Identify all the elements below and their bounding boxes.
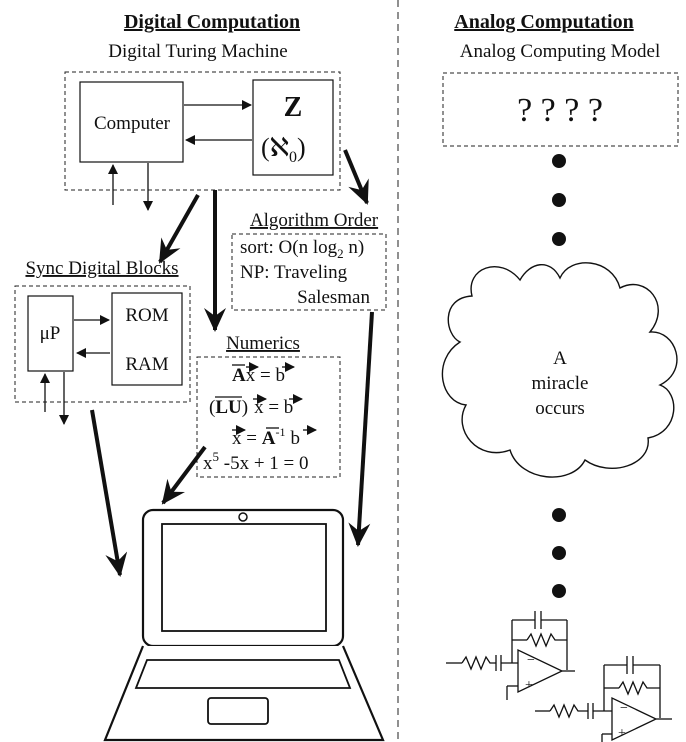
analog-unknown: ? ? ? ?	[517, 92, 603, 129]
analog-model-title: Analog Computing Model	[460, 41, 661, 62]
analog-title: Analog Computation	[454, 11, 633, 33]
computer-label: Computer	[94, 113, 171, 134]
equation-4: x5 -5x + 1 = 0	[203, 449, 309, 474]
arrow-numerics-to-laptop	[161, 445, 207, 505]
arrow-to-algorithm	[343, 149, 369, 205]
svg-text:Ax = b: Ax = b	[232, 365, 285, 386]
dots-lower	[552, 508, 566, 598]
miracle-cloud	[441, 262, 678, 478]
computer-box	[79, 81, 184, 163]
cloud-line-1: A	[553, 348, 567, 369]
opamp2-plus: +	[618, 726, 626, 741]
opamp-integrator-2	[535, 656, 672, 742]
microprocessor-label: μP	[40, 323, 61, 344]
numerics-box	[196, 356, 341, 478]
svg-text:x5 -5x + 1 = 0: x5 -5x + 1 = 0	[203, 449, 309, 474]
algorithm-np-label-2: Salesman	[297, 287, 370, 308]
opamp1-plus: +	[525, 678, 533, 693]
sync-blocks-group	[14, 285, 191, 403]
algorithm-order-box	[231, 233, 387, 311]
numerics-title: Numerics	[226, 333, 300, 354]
equation-1: Ax = b	[232, 362, 295, 386]
algorithm-order-title: Algorithm Order	[250, 210, 379, 231]
turing-machine-title: Digital Turing Machine	[108, 41, 287, 62]
arrow-to-sync-blocks	[158, 194, 200, 264]
tape-symbol-z: Z	[284, 92, 303, 123]
svg-text:x = A-1b: x = A-1b	[232, 425, 300, 449]
arrow-algorithm-to-laptop	[348, 311, 374, 547]
svg-text:(LU)x = b: (LU)x = b	[209, 397, 293, 418]
algorithm-np-label: NP: Traveling	[240, 262, 348, 283]
tape-box	[252, 79, 334, 176]
opamp2-minus: −	[620, 701, 628, 716]
tape-aleph: (ℵ0)	[261, 133, 306, 166]
memory-box	[111, 292, 183, 386]
rom-label: ROM	[125, 305, 168, 326]
algorithm-sort-label: sort: O(n log2 n)	[240, 237, 364, 261]
ram-label: RAM	[125, 354, 168, 375]
opamp1-minus: −	[527, 653, 535, 668]
equation-2: (LU)x = b	[209, 394, 303, 418]
sync-blocks-title: Sync Digital Blocks	[25, 258, 178, 279]
cloud-line-2: miracle	[532, 373, 589, 394]
digital-title: Digital Computation	[124, 11, 300, 33]
cloud-line-3: occurs	[535, 398, 585, 419]
arrow-sync-to-laptop	[90, 409, 128, 577]
opamp-integrator-1	[446, 611, 575, 700]
dots-upper	[552, 154, 566, 246]
laptop-illustration	[103, 508, 385, 742]
microprocessor-box	[27, 295, 74, 372]
